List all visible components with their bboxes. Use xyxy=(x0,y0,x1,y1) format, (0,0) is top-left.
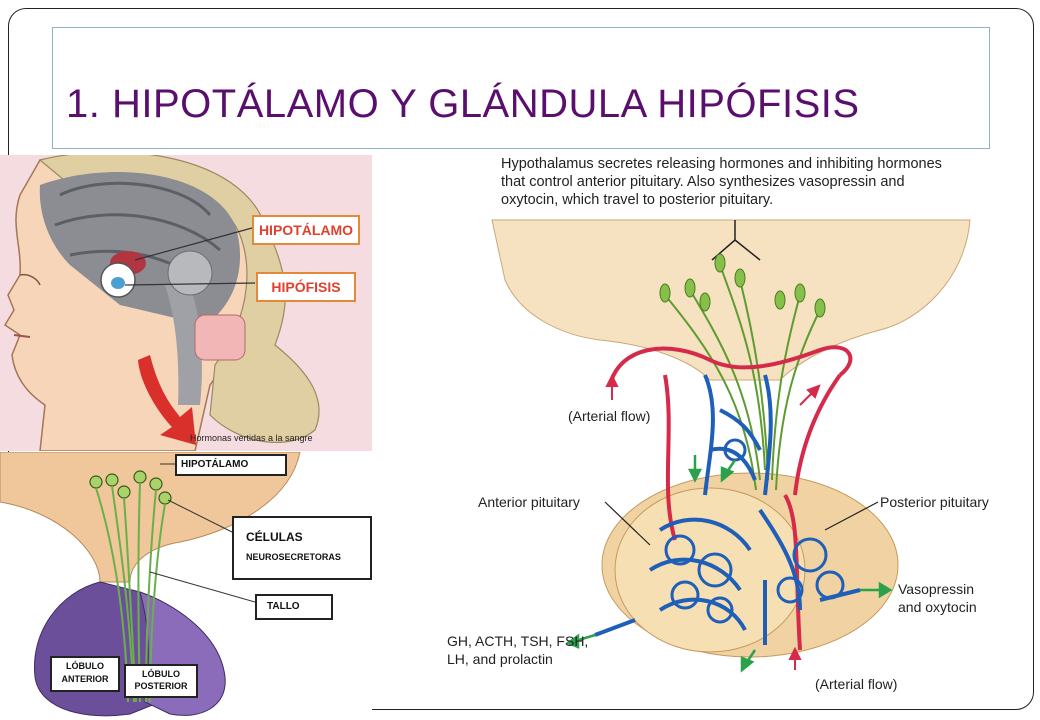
label-neurosecretory-cells: CÉLULAS NEUROSECRETORAS xyxy=(232,516,372,580)
label-hypothalamus: HIPOTÁLAMO xyxy=(252,215,360,245)
label-stalk: TALLO xyxy=(255,594,333,620)
label-cells-line2: NEUROSECRETORAS xyxy=(246,552,341,562)
label-posterior-line2: POSTERIOR xyxy=(134,681,188,691)
hormones-line2: LH, and prolactin xyxy=(447,651,553,667)
right-diagram-graphic xyxy=(491,219,971,673)
label-hypothalamus-lower: HIPOTÁLAMO xyxy=(175,454,287,476)
hormones-line1: GH, ACTH, TSH, FSH, xyxy=(447,633,589,649)
head-illustration-graphic xyxy=(0,155,372,451)
label-anterior-pituitary: Anterior pituitary xyxy=(478,494,580,510)
header-line3: oxytocin, which travel to posterior pitu… xyxy=(501,192,774,208)
label-arterial-flow-bottom: (Arterial flow) xyxy=(815,676,898,692)
label-pituitary: HIPÓFISIS xyxy=(256,272,356,302)
title-box xyxy=(52,27,990,149)
label-anterior-line1: LÓBULO xyxy=(66,661,104,671)
label-vasopressin-oxytocin: Vasopressin and oxytocin xyxy=(898,580,977,616)
pituitary-section: HIPOTÁLAMO CÉLULAS NEUROSECRETORAS TALLO… xyxy=(0,452,372,720)
vasopressin-line2: and oxytocin xyxy=(898,599,977,615)
diagram-header: Hypothalamus secretes releasing hormones… xyxy=(501,155,942,209)
label-anterior-line2: ANTERIOR xyxy=(61,674,109,684)
label-posterior-lobe: LÓBULO POSTERIOR xyxy=(124,664,198,698)
head-illustration: HIPOTÁLAMO HIPÓFISIS Hormonas vertidas a… xyxy=(0,155,372,451)
label-anterior-lobe: LÓBULO ANTERIOR xyxy=(50,656,120,692)
label-arterial-flow-top: (Arterial flow) xyxy=(568,408,651,424)
header-line2: that control anterior pituitary. Also sy… xyxy=(501,174,905,190)
label-posterior-pituitary: Posterior pituitary xyxy=(880,494,989,510)
vasopressin-line1: Vasopressin xyxy=(898,581,975,597)
caption-hormones: Hormonas vertidas a la sangre xyxy=(190,433,313,443)
label-cells-line1: CÉLULAS xyxy=(246,530,303,544)
header-line1: Hypothalamus secretes releasing hormones… xyxy=(501,156,942,172)
label-anterior-hormones: GH, ACTH, TSH, FSH, LH, and prolactin xyxy=(447,632,588,668)
label-posterior-line1: LÓBULO xyxy=(142,669,180,679)
slide-title: 1. HIPOTÁLAMO Y GLÁNDULA HIPÓFISIS xyxy=(66,82,860,126)
hypothalamic-pituitary-diagram: Hypothalamus secretes releasing hormones… xyxy=(420,150,1040,715)
